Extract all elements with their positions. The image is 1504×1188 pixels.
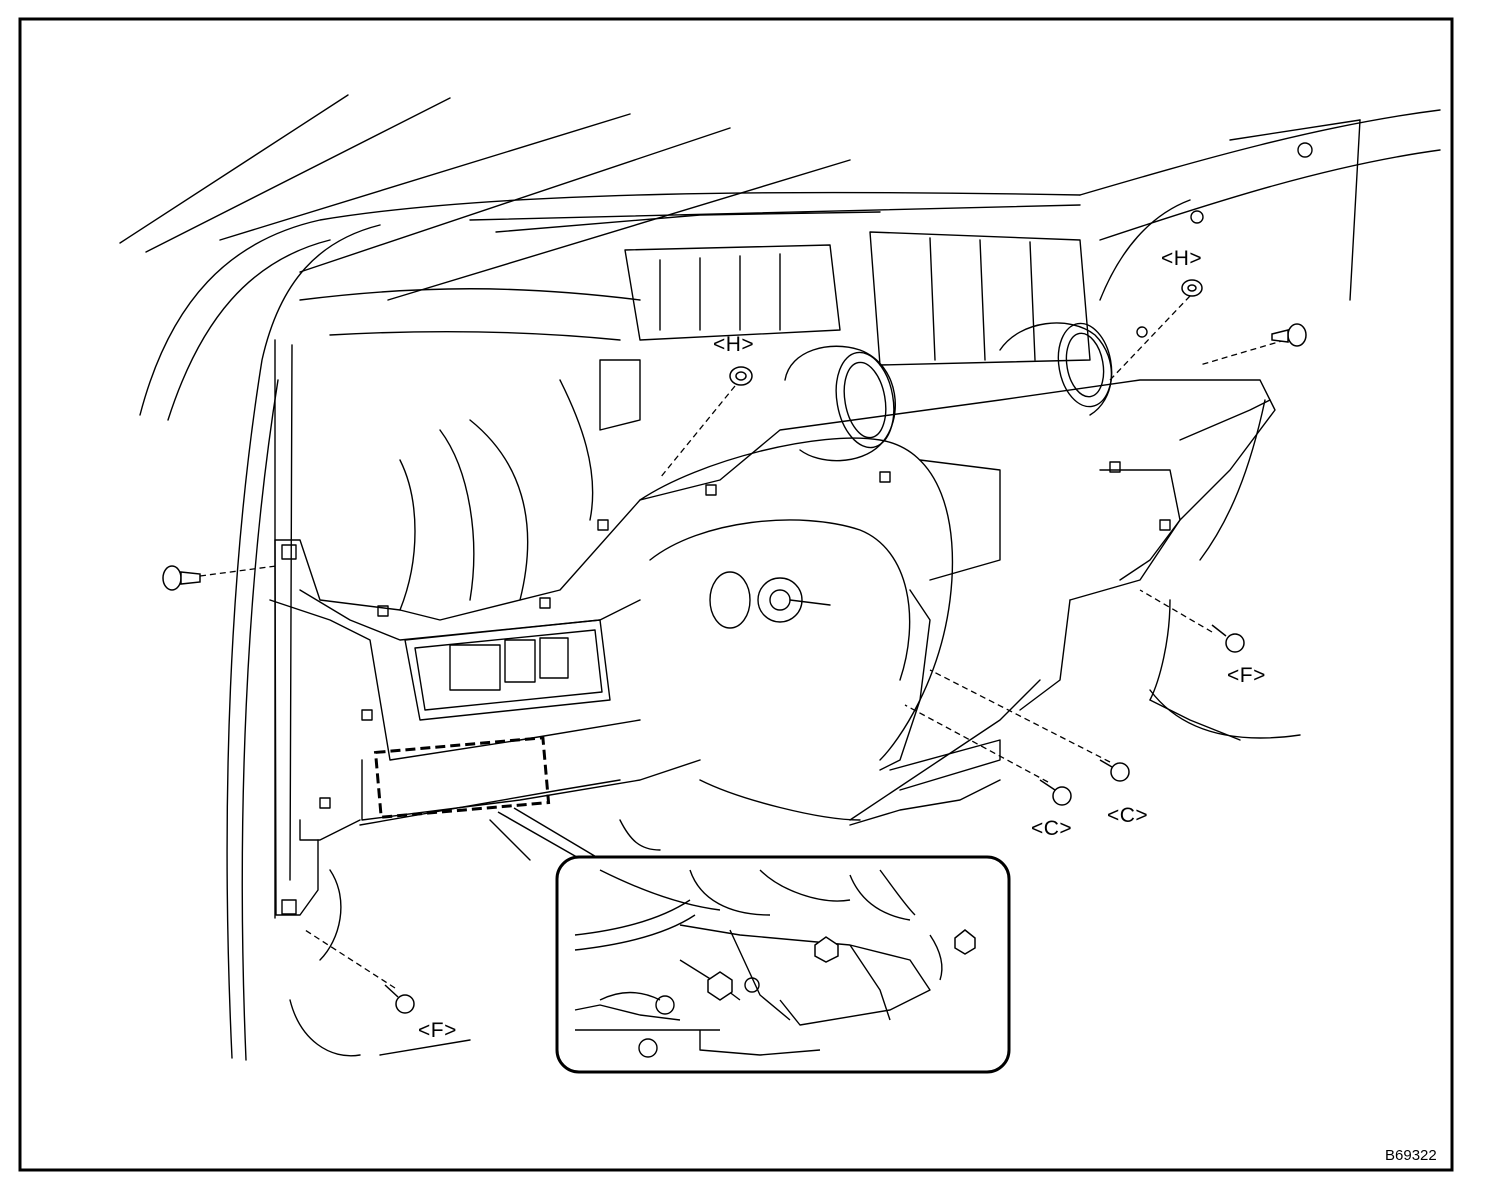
clip-right <box>1271 323 1307 347</box>
callout-c-right: <C> <box>1107 804 1149 827</box>
detail-area-marker <box>373 736 551 819</box>
figure-code: B69322 <box>1385 1147 1437 1164</box>
bolt-f-right <box>1211 624 1245 653</box>
callout-h-center: <H> <box>713 333 755 356</box>
detail-leader <box>497 811 583 861</box>
callout-c-left: <C> <box>1031 817 1073 840</box>
figure-border <box>18 17 1454 1172</box>
bolt-c-left <box>1039 779 1072 806</box>
nut-h-right <box>1181 279 1203 297</box>
callout-f-right: <F> <box>1227 664 1266 687</box>
detail-inset <box>555 855 1011 1074</box>
callout-h-right: <H> <box>1161 247 1203 270</box>
nut-h-center <box>729 366 753 386</box>
clip-left <box>162 565 201 591</box>
bolt-c-right <box>1099 759 1130 782</box>
callout-f-bottom: <F> <box>418 1019 457 1042</box>
bolt-f-bottom <box>384 984 415 1014</box>
